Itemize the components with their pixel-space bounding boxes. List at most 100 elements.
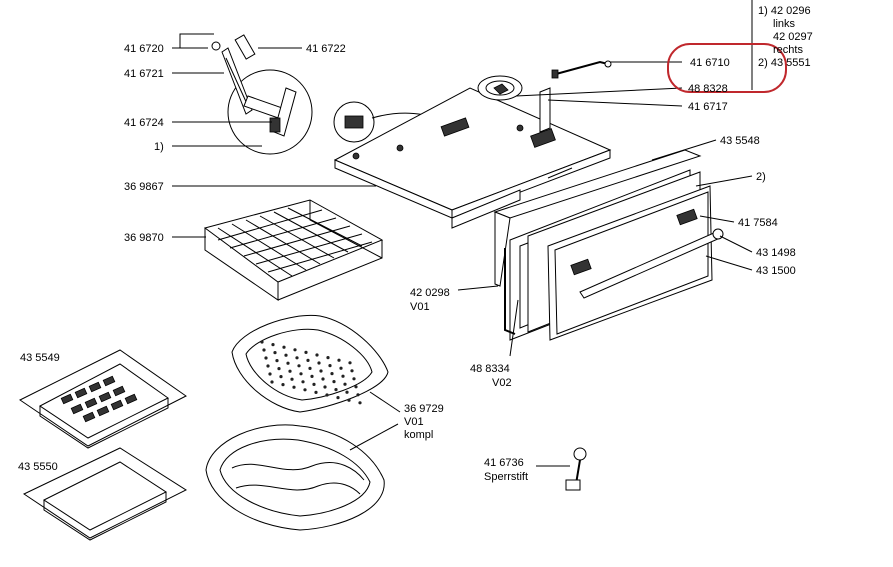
- perforation-dot: [293, 348, 297, 352]
- solid-pan-small: [22, 447, 188, 541]
- label-416724: 41 6724: [124, 117, 164, 129]
- label-kompl: kompl: [404, 429, 433, 441]
- legend-line-2: links: [773, 18, 796, 30]
- wire-rack: [203, 199, 384, 301]
- perforated-pan-small: [19, 349, 187, 449]
- legend-notes: 1) 42 0296 links 42 0297 rechts 2) 43 55…: [758, 5, 813, 69]
- solid-tray-large: [205, 424, 385, 531]
- label-369870: 36 9870: [124, 232, 164, 244]
- perforation-dot: [343, 382, 347, 386]
- perforation-dot: [290, 377, 294, 381]
- perforation-dot: [279, 375, 283, 379]
- heating-rod: [551, 60, 612, 79]
- perforation-dot: [319, 369, 323, 373]
- perforation-dot: [328, 364, 332, 368]
- perforation-dot: [288, 369, 292, 373]
- perforation-dot: [334, 388, 338, 392]
- label-note2: 2): [756, 171, 766, 183]
- pin-body: [565, 479, 581, 491]
- label-435548: 43 5548: [720, 135, 760, 147]
- label-sperrstift: Sperrstift: [484, 471, 528, 483]
- label-369729: 36 9729: [404, 403, 444, 415]
- legend-line-1: 1) 42 0296: [758, 5, 811, 17]
- perforation-dot: [286, 361, 290, 365]
- perforation-dot: [268, 372, 272, 376]
- perforation-grid: [60, 375, 138, 423]
- label-417584: 41 7584: [738, 217, 778, 229]
- pin-knob: [573, 447, 587, 461]
- label-416710: 41 6710: [690, 57, 730, 69]
- label-420298: 42 0298: [410, 287, 450, 299]
- locking-pin: [565, 447, 587, 491]
- label-431500: 43 1500: [756, 265, 796, 277]
- highlight-oval: [667, 43, 787, 93]
- oven-top-panel: [333, 87, 612, 229]
- perforation-dot: [330, 372, 334, 376]
- relay-body: [344, 115, 364, 129]
- perforation-dot: [315, 353, 319, 357]
- perforation-dot: [282, 345, 286, 349]
- hinge-assembly: [211, 34, 313, 155]
- label-416722: 41 6722: [306, 43, 346, 55]
- perforation-dot: [295, 356, 299, 360]
- legend-line-5: 2) 43 5551: [758, 57, 811, 69]
- perforation-dot: [264, 356, 268, 360]
- label-369867: 36 9867: [124, 181, 164, 193]
- door-latch: [676, 208, 698, 226]
- perforation-dot: [352, 377, 356, 381]
- perforation-dot: [350, 369, 354, 373]
- label-435549: 43 5549: [20, 352, 60, 364]
- bracket-part: [539, 87, 551, 133]
- label-416720: 41 6720: [124, 43, 164, 55]
- perforation-dot: [354, 385, 358, 389]
- label-v01b: V01: [404, 416, 424, 428]
- label-488334: 48 8334: [470, 363, 510, 375]
- label-416736: 41 6736: [484, 457, 524, 469]
- perforation-dot: [358, 401, 362, 405]
- perforation-dot: [325, 393, 329, 397]
- perforation-dot: [273, 351, 277, 355]
- screw-part: [211, 41, 221, 51]
- perforation-dot: [303, 388, 307, 392]
- perforation-dot: [277, 367, 281, 371]
- perforation-dot: [304, 350, 308, 354]
- perforation-dot: [297, 364, 301, 368]
- perforation-dot: [271, 343, 275, 347]
- perforation-dot: [348, 361, 352, 365]
- perforation-dot: [292, 385, 296, 389]
- legend-line-4: rechts: [773, 44, 803, 56]
- relay-switch: [333, 101, 447, 143]
- perforation-dot: [260, 340, 264, 344]
- perforation-dot: [312, 382, 316, 386]
- perforation-dot: [306, 358, 310, 362]
- perforation-dot: [270, 380, 274, 384]
- perforation-dot: [321, 377, 325, 381]
- perforation-dot: [299, 372, 303, 376]
- perforation-dot: [262, 348, 266, 352]
- lamp-assembly: [477, 75, 551, 133]
- perforation-dot: [310, 374, 314, 378]
- perforation-dot: [339, 366, 343, 370]
- label-note1: 1): [154, 141, 164, 153]
- perforation-dot: [345, 390, 349, 394]
- perforation-dot: [341, 374, 345, 378]
- perforation-dot: [281, 383, 285, 387]
- perforation-dot: [301, 380, 305, 384]
- hinge-block: [269, 117, 281, 133]
- label-v02: V02: [492, 377, 512, 389]
- perforation-dot: [332, 380, 336, 384]
- pin-part: [234, 34, 256, 60]
- legend-line-3: 42 0297: [773, 31, 813, 43]
- tray-perforations: [260, 340, 362, 405]
- perforation-dot: [284, 353, 288, 357]
- perforation-dot: [308, 366, 312, 370]
- perforation-dot: [275, 359, 279, 363]
- door-assembly: [493, 149, 724, 341]
- perforation-dot: [314, 390, 318, 394]
- perforation-dot: [337, 358, 341, 362]
- label-416721: 41 6721: [124, 68, 164, 80]
- label-v01a: V01: [410, 301, 430, 313]
- perforation-dot: [323, 385, 327, 389]
